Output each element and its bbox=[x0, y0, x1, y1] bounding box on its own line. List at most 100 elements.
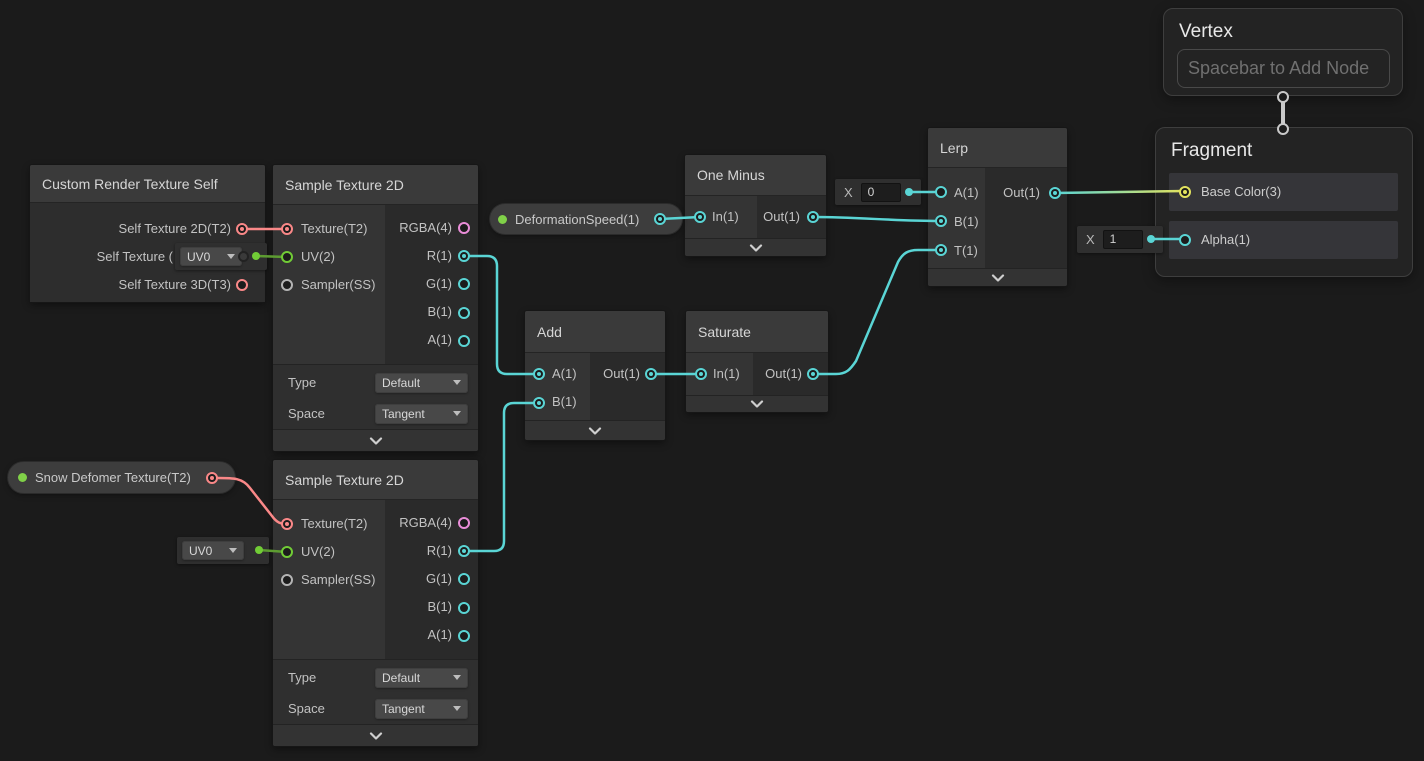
property-dot-icon bbox=[18, 473, 27, 482]
x-value-field[interactable]: 1 bbox=[1102, 230, 1143, 249]
port-sampler-input[interactable] bbox=[281, 574, 293, 586]
node-lerp[interactable]: Lerp A(1) B(1) T(1) Out(1) bbox=[928, 128, 1067, 286]
alpha-default-widget: X 1 bbox=[1077, 226, 1163, 253]
context-title: Vertex bbox=[1179, 21, 1233, 42]
node-sample-texture-2d-top[interactable]: Sample Texture 2D Texture(T2) UV(2) Samp… bbox=[273, 165, 478, 451]
chevron-down-icon bbox=[369, 436, 382, 445]
type-dropdown[interactable]: Default bbox=[375, 372, 468, 393]
block-alpha[interactable]: Alpha(1) bbox=[1169, 221, 1398, 259]
port-deformation-speed-output[interactable] bbox=[654, 213, 666, 225]
port-g-output[interactable] bbox=[458, 573, 470, 585]
collapse-chevron[interactable] bbox=[928, 268, 1067, 286]
widget-connector-dot bbox=[252, 252, 260, 260]
port-b-input[interactable] bbox=[935, 215, 947, 227]
port-out-output[interactable] bbox=[807, 368, 819, 380]
port-label-rgba: RGBA(4) bbox=[399, 515, 452, 530]
x-component-label: X bbox=[1086, 232, 1095, 247]
port-uv-input[interactable] bbox=[281, 251, 293, 263]
port-label-self-texture-cube: Self Texture ( bbox=[96, 249, 173, 264]
wire-saturate-to-lerp-t[interactable] bbox=[811, 248, 943, 376]
collapse-chevron[interactable] bbox=[273, 429, 478, 451]
port-rgba-output[interactable] bbox=[458, 517, 470, 529]
collapse-chevron[interactable] bbox=[686, 395, 828, 412]
collapse-chevron[interactable] bbox=[525, 420, 665, 440]
port-label-g: G(1) bbox=[426, 276, 452, 291]
port-self-texture-3d-output[interactable] bbox=[236, 279, 248, 291]
collapse-chevron[interactable] bbox=[685, 238, 826, 256]
port-r-output[interactable] bbox=[458, 545, 470, 557]
context-node-vertex[interactable]: Vertex Spacebar to Add Node bbox=[1163, 8, 1403, 96]
dropdown-arrow-icon bbox=[453, 380, 461, 385]
port-texture-input[interactable] bbox=[281, 223, 293, 235]
uv-channel-widget-bottom: UV0 bbox=[177, 537, 269, 564]
chevron-down-icon bbox=[588, 426, 602, 435]
space-dropdown[interactable]: Tangent bbox=[375, 698, 468, 719]
chevron-down-icon bbox=[749, 243, 762, 252]
node-sample-texture-2d-bottom[interactable]: Sample Texture 2D Texture(T2) UV(2) Samp… bbox=[273, 460, 478, 746]
port-g-output[interactable] bbox=[458, 278, 470, 290]
port-uv-input[interactable] bbox=[281, 546, 293, 558]
port-label-out: Out(1) bbox=[763, 209, 800, 224]
node-custom-render-texture-self[interactable]: Custom Render Texture Self Self Texture … bbox=[30, 165, 265, 302]
port-b-output[interactable] bbox=[458, 602, 470, 614]
port-label-self-texture-3d: Self Texture 3D(T3) bbox=[118, 277, 231, 292]
port-rgba-output[interactable] bbox=[458, 222, 470, 234]
node-title: Saturate bbox=[686, 311, 828, 353]
port-base-color-input[interactable] bbox=[1179, 186, 1191, 198]
port-label-a: A(1) bbox=[552, 366, 577, 381]
port-a-input[interactable] bbox=[533, 368, 545, 380]
port-t-input[interactable] bbox=[935, 244, 947, 256]
port-out-output[interactable] bbox=[645, 368, 657, 380]
chevron-down-icon bbox=[369, 731, 382, 740]
dropdown-arrow-icon bbox=[453, 675, 461, 680]
widget-connector-dot bbox=[1147, 235, 1155, 243]
port-label-uv: UV(2) bbox=[301, 544, 335, 559]
port-a-output[interactable] bbox=[458, 335, 470, 347]
port-in-input[interactable] bbox=[695, 368, 707, 380]
port-b-output[interactable] bbox=[458, 307, 470, 319]
space-dropdown[interactable]: Tangent bbox=[375, 403, 468, 424]
property-label: DeformationSpeed(1) bbox=[515, 211, 640, 227]
widget-connector-dot bbox=[255, 546, 263, 554]
port-out-output[interactable] bbox=[807, 211, 819, 223]
wire-oneminus-to-lerp-b[interactable] bbox=[811, 215, 943, 223]
collapse-chevron[interactable] bbox=[273, 724, 478, 746]
port-label-t: T(1) bbox=[954, 243, 978, 258]
type-label: Type bbox=[288, 375, 317, 390]
context-node-fragment[interactable]: Fragment Base Color(3) Alpha(1) bbox=[1155, 127, 1413, 277]
port-self-texture-2d-output[interactable] bbox=[236, 223, 248, 235]
port-snow-deformer-output[interactable] bbox=[206, 472, 218, 484]
port-b-input[interactable] bbox=[533, 397, 545, 409]
port-label-sampler: Sampler(SS) bbox=[301, 572, 376, 587]
port-label-in: In(1) bbox=[713, 366, 740, 381]
uv-channel-dropdown[interactable]: UV0 bbox=[182, 541, 244, 560]
port-texture-input[interactable] bbox=[281, 518, 293, 530]
node-add[interactable]: Add A(1) B(1) Out(1) bbox=[525, 311, 665, 440]
node-title: Sample Texture 2D bbox=[273, 460, 478, 500]
port-label-r: R(1) bbox=[426, 248, 452, 263]
x-value-field[interactable]: 0 bbox=[860, 182, 901, 202]
property-node-snow-deformer-texture[interactable]: Snow Defomer Texture(T2) bbox=[8, 462, 235, 493]
port-label-out: Out(1) bbox=[765, 366, 802, 381]
uv-channel-dropdown[interactable]: UV0 bbox=[180, 247, 242, 266]
x-component-label: X bbox=[844, 184, 853, 200]
port-label-a: A(1) bbox=[954, 185, 979, 200]
port-r-output[interactable] bbox=[458, 250, 470, 262]
port-a-input[interactable] bbox=[935, 186, 947, 198]
port-in-input[interactable] bbox=[694, 211, 706, 223]
node-saturate[interactable]: Saturate In(1) Out(1) bbox=[686, 311, 828, 412]
node-title: Custom Render Texture Self bbox=[30, 165, 265, 203]
property-node-deformation-speed[interactable]: DeformationSpeed(1) bbox=[490, 204, 682, 234]
dropdown-arrow-icon bbox=[453, 706, 461, 711]
node-one-minus[interactable]: One Minus In(1) Out(1) bbox=[685, 155, 826, 256]
port-label-rgba: RGBA(4) bbox=[399, 220, 452, 235]
context-title: Fragment bbox=[1171, 140, 1253, 161]
block-base-color[interactable]: Base Color(3) bbox=[1169, 173, 1398, 211]
port-out-output[interactable] bbox=[1049, 187, 1061, 199]
port-a-output[interactable] bbox=[458, 630, 470, 642]
port-alpha-input[interactable] bbox=[1179, 234, 1191, 246]
port-sampler-input[interactable] bbox=[281, 279, 293, 291]
type-dropdown[interactable]: Default bbox=[375, 667, 468, 688]
occluded-port bbox=[238, 251, 249, 262]
